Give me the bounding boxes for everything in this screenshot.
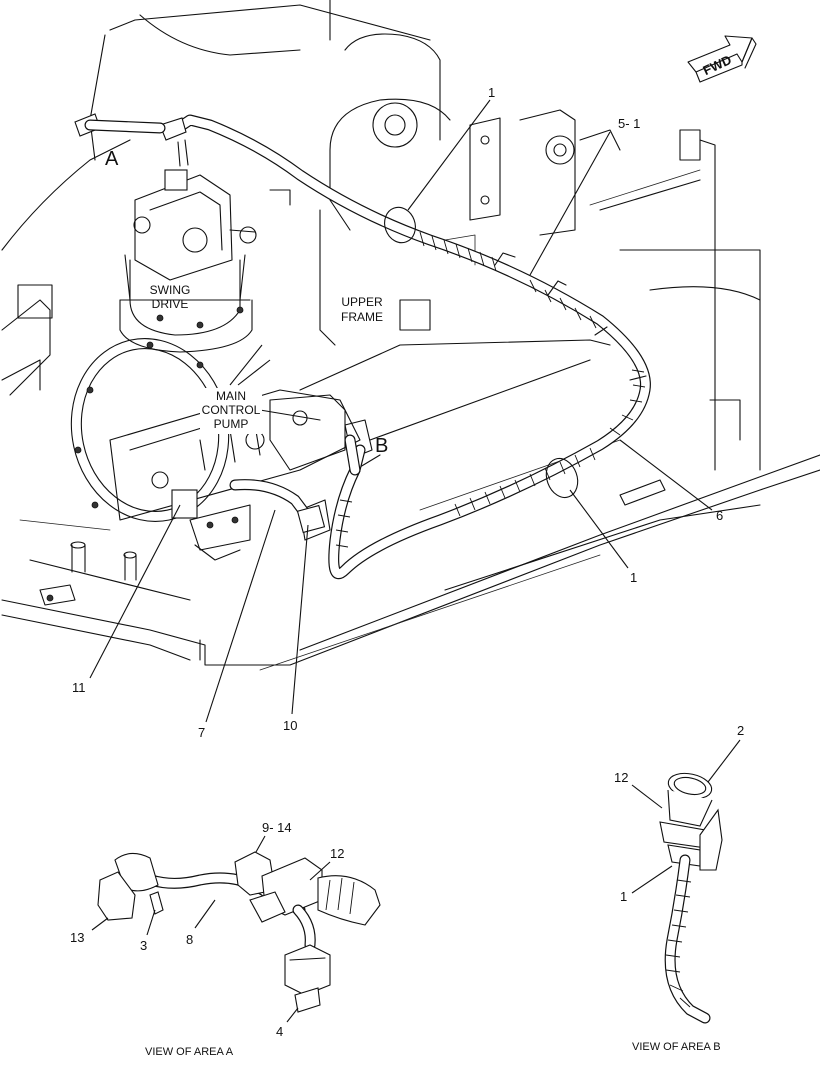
callout-1-lower: 1 <box>630 570 637 585</box>
view-area-b-title: VIEW OF AREA B <box>632 1041 721 1053</box>
upper-frame-label: UPPER FRAME <box>341 295 383 324</box>
upper-frame-label-line2: FRAME <box>341 310 383 324</box>
callout-7: 7 <box>198 725 205 740</box>
area-a-letter: A <box>105 148 119 170</box>
view-area-b: 2 12 1 VIEW OF AREA B <box>614 723 744 1053</box>
swing-drive-label-line1: SWING <box>150 283 191 297</box>
callout-12-view-b: 12 <box>614 770 628 785</box>
callout-9-14: 9- 14 <box>262 820 292 835</box>
fwd-label: FWD <box>701 52 734 78</box>
callout-3: 3 <box>140 938 147 953</box>
callout-2: 2 <box>737 723 744 738</box>
swing-drive-label-line2: DRIVE <box>152 297 189 311</box>
callout-13: 13 <box>70 930 84 945</box>
callout-4: 4 <box>276 1024 283 1039</box>
upper-frame-linework <box>1 0 820 671</box>
callout-1-view-b: 1 <box>620 889 627 904</box>
callout-6: 6 <box>716 508 723 523</box>
main-view-callouts: 1 5- 1 6 1 11 7 10 <box>72 85 723 740</box>
view-area-a-title: VIEW OF AREA A <box>145 1046 234 1058</box>
area-b-letter: B <box>375 435 388 457</box>
callout-5-1: 5- 1 <box>618 116 640 131</box>
main-control-pump-label: MAIN CONTROL PUMP <box>200 388 262 434</box>
callout-10: 10 <box>283 718 297 733</box>
fwd-arrow-icon: FWD <box>687 35 757 83</box>
swing-drive-label: SWING DRIVE <box>150 283 191 311</box>
hose-assembly-main <box>74 113 651 580</box>
pump-label-line2: CONTROL <box>202 403 261 417</box>
callout-1-top: 1 <box>488 85 495 100</box>
callout-8: 8 <box>186 932 193 947</box>
callout-12-view-a: 12 <box>330 846 344 861</box>
swing-drive <box>119 169 257 353</box>
pump-label-line1: MAIN <box>216 389 246 403</box>
callout-11: 11 <box>72 680 86 695</box>
pump-label-line3: PUMP <box>214 417 249 431</box>
upper-frame-label-line1: UPPER <box>341 295 383 309</box>
view-area-a: 9- 14 12 13 3 8 4 VIEW OF AREA A <box>70 820 381 1058</box>
